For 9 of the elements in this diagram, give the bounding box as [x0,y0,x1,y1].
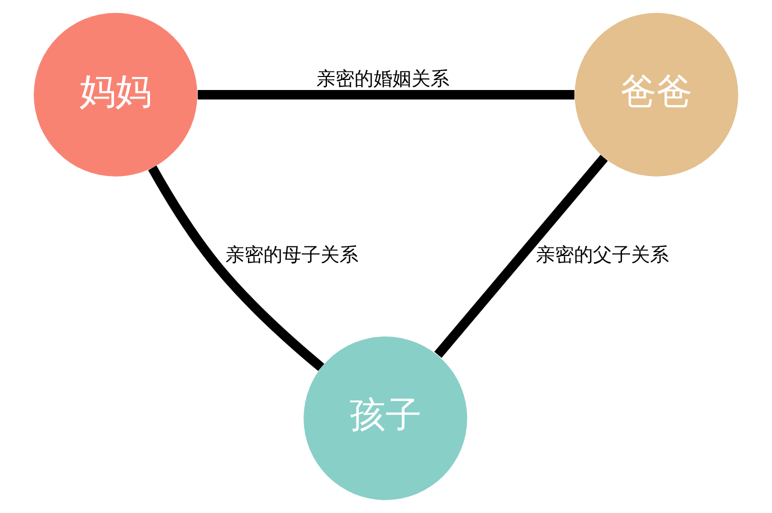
edge-label: 亲密的父子关系 [536,243,670,266]
node-circle: 爸爸 [574,12,738,176]
connector [148,166,324,372]
edge-label: 亲密的婚姻关系 [316,66,450,90]
connector [198,90,574,100]
node-circle: 妈妈 [34,12,198,176]
edge-label: 亲密的母子关系 [226,243,359,266]
connector [434,154,608,358]
node-circle: 孩子 [304,336,468,500]
